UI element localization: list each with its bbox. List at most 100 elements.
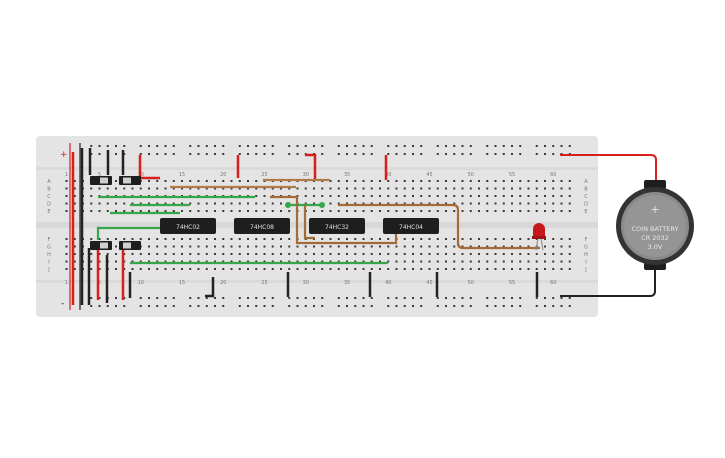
hole[interactable] xyxy=(288,253,291,255)
hole[interactable] xyxy=(255,238,258,240)
hole[interactable] xyxy=(296,153,299,155)
hole[interactable] xyxy=(568,202,571,205)
hole[interactable] xyxy=(535,145,538,147)
hole[interactable] xyxy=(354,238,357,240)
hole[interactable] xyxy=(552,153,555,155)
hole[interactable] xyxy=(65,180,68,182)
hole[interactable] xyxy=(502,195,505,197)
hole[interactable] xyxy=(552,180,555,182)
hole[interactable] xyxy=(568,238,571,240)
hole[interactable] xyxy=(461,253,464,255)
hole[interactable] xyxy=(288,260,291,263)
hole[interactable] xyxy=(148,202,150,205)
hole[interactable] xyxy=(214,202,216,205)
hole[interactable] xyxy=(428,180,431,182)
hole[interactable] xyxy=(461,260,464,263)
hole[interactable] xyxy=(461,268,464,270)
hole[interactable] xyxy=(189,297,192,299)
hole[interactable] xyxy=(511,238,513,240)
hole[interactable] xyxy=(346,187,348,190)
hole[interactable] xyxy=(214,187,216,190)
hole[interactable] xyxy=(197,202,200,205)
chip-74hc04[interactable]: 74HC04 xyxy=(383,218,439,234)
hole[interactable] xyxy=(502,260,505,263)
hole[interactable] xyxy=(123,145,126,147)
hole[interactable] xyxy=(106,145,109,147)
switch-top-2[interactable] xyxy=(119,176,141,185)
hole[interactable] xyxy=(535,260,538,263)
hole[interactable] xyxy=(568,305,571,307)
hole[interactable] xyxy=(379,253,381,255)
hole[interactable] xyxy=(255,253,258,255)
hole[interactable] xyxy=(469,180,472,182)
hole[interactable] xyxy=(205,253,208,255)
hole[interactable] xyxy=(494,305,497,307)
hole[interactable] xyxy=(164,210,167,212)
hole[interactable] xyxy=(106,238,109,240)
hole[interactable] xyxy=(445,153,447,155)
hole[interactable] xyxy=(288,305,291,307)
hole[interactable] xyxy=(535,180,538,182)
hole[interactable] xyxy=(346,195,348,197)
hole[interactable] xyxy=(486,202,489,205)
hole[interactable] xyxy=(205,245,208,248)
hole[interactable] xyxy=(420,253,423,255)
hole[interactable] xyxy=(189,145,192,147)
hole[interactable] xyxy=(164,238,167,240)
hole[interactable] xyxy=(560,238,563,240)
hole[interactable] xyxy=(511,210,513,212)
hole[interactable] xyxy=(486,153,489,155)
hole[interactable] xyxy=(255,260,258,263)
hole[interactable] xyxy=(420,145,423,147)
hole[interactable] xyxy=(148,305,150,307)
hole[interactable] xyxy=(271,210,274,212)
hole[interactable] xyxy=(453,145,456,147)
hole[interactable] xyxy=(346,305,348,307)
hole[interactable] xyxy=(412,202,414,205)
hole[interactable] xyxy=(205,202,208,205)
hole[interactable] xyxy=(271,245,274,248)
hole[interactable] xyxy=(436,180,439,182)
hole[interactable] xyxy=(329,268,332,270)
hole[interactable] xyxy=(90,202,93,205)
hole[interactable] xyxy=(552,268,555,270)
hole[interactable] xyxy=(387,202,390,205)
wire-green-node-2[interactable] xyxy=(319,202,325,208)
hole[interactable] xyxy=(519,180,522,182)
hole[interactable] xyxy=(139,253,142,255)
hole[interactable] xyxy=(412,195,414,197)
hole[interactable] xyxy=(255,210,258,212)
hole[interactable] xyxy=(181,180,183,182)
hole[interactable] xyxy=(280,253,282,255)
switch-bottom-1[interactable] xyxy=(90,241,112,250)
hole[interactable] xyxy=(139,305,142,307)
hole[interactable] xyxy=(131,238,134,240)
led-red[interactable] xyxy=(532,223,546,251)
hole[interactable] xyxy=(247,180,249,182)
hole[interactable] xyxy=(544,260,546,263)
hole[interactable] xyxy=(469,202,472,205)
coin-battery[interactable]: + COIN BATTERY CR 2032 3.0V xyxy=(616,180,694,270)
hole[interactable] xyxy=(115,238,117,240)
hole[interactable] xyxy=(370,187,373,190)
hole[interactable] xyxy=(436,268,439,270)
hole[interactable] xyxy=(214,253,216,255)
hole[interactable] xyxy=(337,305,340,307)
hole[interactable] xyxy=(288,238,291,240)
hole[interactable] xyxy=(412,145,414,147)
hole[interactable] xyxy=(197,210,200,212)
hole[interactable] xyxy=(478,210,480,212)
hole[interactable] xyxy=(337,202,340,205)
hole[interactable] xyxy=(214,305,216,307)
hole[interactable] xyxy=(247,145,249,147)
hole[interactable] xyxy=(560,210,563,212)
hole[interactable] xyxy=(519,145,522,147)
hole[interactable] xyxy=(494,153,497,155)
hole[interactable] xyxy=(280,187,282,190)
hole[interactable] xyxy=(73,238,76,240)
hole[interactable] xyxy=(511,145,513,147)
hole[interactable] xyxy=(461,187,464,190)
hole[interactable] xyxy=(214,260,216,263)
hole[interactable] xyxy=(271,202,274,205)
hole[interactable] xyxy=(313,305,315,307)
